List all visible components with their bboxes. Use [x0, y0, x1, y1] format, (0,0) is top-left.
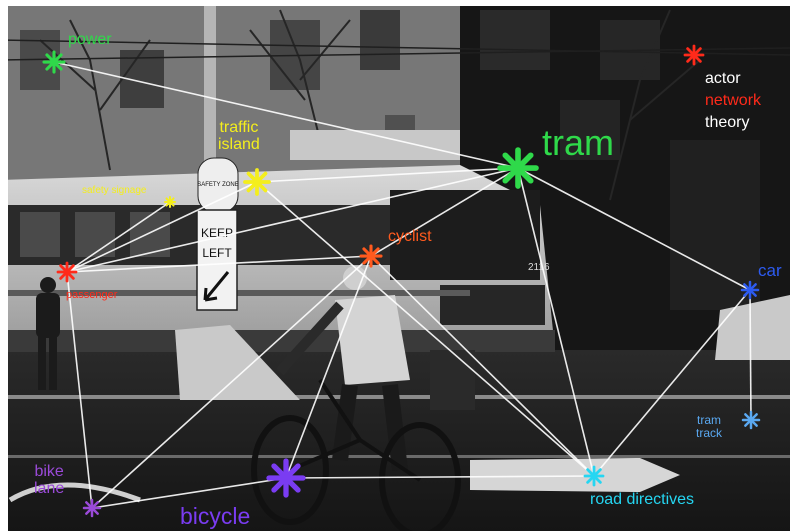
link-tram-traffic-island [256, 167, 519, 183]
node-road-directives-icon [583, 465, 605, 487]
link-car-tram-track [749, 289, 752, 421]
link-tram-car [517, 167, 751, 291]
link-cyclist-road-directives [370, 255, 595, 477]
node-tram-track-icon [741, 410, 761, 430]
link-tram-cyclist [370, 167, 519, 257]
link-car-road-directives [593, 289, 751, 477]
link-power-tram [53, 61, 519, 169]
label-bike-lane: bike lane [34, 463, 65, 497]
label-traffic-island: traffic island [218, 119, 260, 153]
node-traffic-island-icon [243, 168, 271, 196]
car [715, 295, 790, 360]
passenger-figure [36, 277, 60, 390]
link-traffic-island-passenger [66, 181, 258, 273]
node-legend-star-icon [683, 44, 705, 66]
node-power-icon [42, 50, 66, 74]
legend-network: network [705, 92, 762, 109]
tram-number: 2116 [528, 262, 550, 273]
legend-theory: theory [705, 114, 750, 131]
label-car: car [758, 261, 782, 280]
label-power: power [68, 31, 112, 48]
link-bicycle-road-directives [285, 475, 595, 479]
link-cyclist-bicycle [285, 255, 372, 479]
legend-actor: actor [705, 70, 741, 87]
sign-safety-text: SAFETY ZONE [197, 182, 239, 188]
link-tram-passenger [66, 167, 519, 273]
label-bicycle: bicycle [180, 503, 251, 529]
link-passenger-bike-lane [66, 271, 93, 509]
label-passenger: passenger [66, 289, 118, 301]
node-cyclist-icon [359, 244, 383, 268]
node-bike-lane-icon [82, 498, 102, 518]
node-tram-icon [497, 147, 539, 189]
link-cyclist-passenger [66, 255, 372, 273]
label-cyclist: cyclist [388, 228, 432, 245]
link-safety-signage-passenger [66, 201, 171, 273]
ant-legend: actor network theory [705, 68, 761, 134]
label-road-directives: road directives [590, 491, 695, 508]
link-bicycle-bike-lane [91, 477, 287, 509]
traffic-island [175, 325, 300, 400]
sign-left-text: LEFT [202, 246, 232, 260]
link-traffic-island-road-directives [256, 181, 595, 477]
tram-vehicle: 2116 [0, 130, 555, 352]
label-tram-track: tram track [696, 413, 723, 440]
label-tram: tram [542, 122, 614, 163]
node-safety-signage-icon [164, 196, 176, 208]
bicycle-figure [251, 378, 461, 531]
node-car-icon [740, 280, 760, 300]
keep-left-sign: SAFETY ZONE KEEP LEFT [196, 157, 239, 311]
tree-branches [39, 9, 701, 201]
link-cyclist-bike-lane [91, 255, 372, 509]
road-arrow-marking [470, 458, 680, 492]
link-tram-road-directives [517, 167, 595, 477]
node-passenger-icon [56, 261, 78, 283]
label-safety-signage: safety signage [82, 185, 147, 196]
node-bicycle-icon [266, 458, 306, 498]
actor-nodes [42, 44, 761, 518]
network-links [53, 61, 752, 509]
sign-keep-text: KEEP [201, 226, 233, 240]
